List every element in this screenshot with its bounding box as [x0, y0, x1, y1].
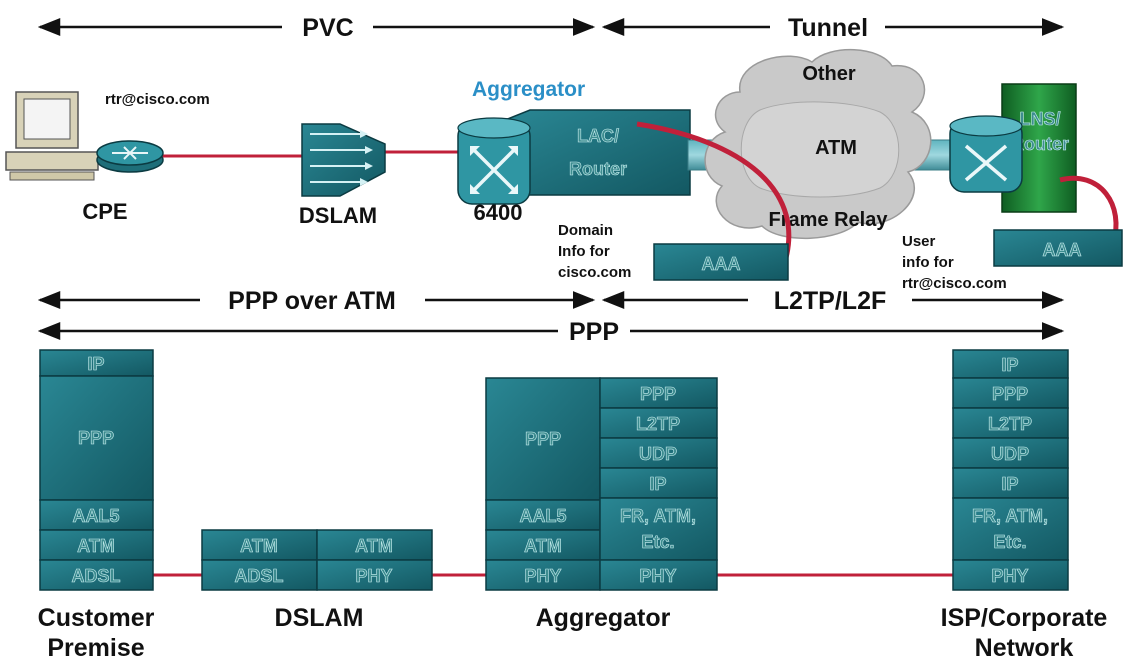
aggregator-title: Aggregator — [472, 78, 585, 101]
agg-right-layer-fr-atm: FR, ATM, — [620, 506, 696, 526]
aggregator-stack: PPP AAL5 ATM PHY PPP L2TP UDP IP FR, ATM… — [485, 377, 718, 591]
aggregator-bottom-label: Aggregator — [536, 604, 671, 632]
cpe-router-icon — [96, 140, 164, 173]
ppp-label: PPP — [569, 318, 619, 346]
dslam-left-layer-atm: ATM — [240, 536, 278, 556]
lac-aaa-link — [636, 121, 792, 269]
tunnel-label: Tunnel — [788, 14, 868, 42]
aaa-left-label: AAA — [702, 254, 741, 274]
dslam-icon — [301, 123, 386, 197]
tunnel-span: Tunnel — [601, 14, 1065, 42]
agg-right-layer-ip: IP — [649, 474, 666, 494]
user-info-line1: User — [902, 233, 936, 250]
pvc-span: PVC — [37, 14, 596, 42]
customer-premise-line2: Premise — [47, 634, 144, 662]
cloud-atm-label: ATM — [815, 137, 857, 159]
isp-stack: IP PPP L2TP UDP IP FR, ATM, Etc. PHY — [952, 349, 1069, 591]
pvc-label: PVC — [302, 14, 353, 42]
lns-line1: LNS/ — [1019, 109, 1060, 129]
dslam-top-label: DSLAM — [299, 203, 377, 228]
dslam-stack: ATM ADSL ATM PHY — [201, 529, 433, 591]
domain-info-text: Domain Info for cisco.com — [558, 222, 631, 281]
aggregator-lac-router: LAC/ Router — [504, 109, 691, 196]
isp-layer-ip2: IP — [1001, 474, 1018, 494]
domain-info-line3: cisco.com — [558, 264, 631, 281]
agg-right-layer-l2tp: L2TP — [636, 414, 680, 434]
agg-left-layer-aal5: AAL5 — [519, 506, 566, 526]
l2tp-span: L2TP/L2F — [601, 287, 1065, 315]
customer-premise-line1: Customer — [38, 604, 155, 632]
cpe-label: CPE — [82, 199, 127, 224]
isp-layer-ip: IP — [1001, 355, 1018, 375]
cloud-fr-label: Frame Relay — [769, 209, 889, 231]
isp-layer-fr-atm: FR, ATM, — [972, 506, 1048, 526]
customer-layer-atm: ATM — [77, 536, 115, 556]
aaa-server-right: AAA — [993, 229, 1123, 267]
aaa-right-label: AAA — [1043, 240, 1082, 260]
model-6400-label: 6400 — [474, 200, 523, 225]
aaa-server-left: AAA — [653, 243, 789, 281]
user-info-text: User info for rtr@cisco.com — [902, 233, 1007, 292]
customer-premise-stack: IP PPP AAL5 ATM ADSL — [39, 349, 154, 591]
domain-info-line2: Info for — [558, 243, 610, 260]
agg-left-layer-atm: ATM — [524, 536, 562, 556]
ppp-span: PPP — [37, 318, 1065, 346]
pppoa-label: PPP over ATM — [228, 287, 396, 315]
agg-right-layer-ppp: PPP — [640, 384, 676, 404]
user-info-line2: info for — [902, 254, 954, 271]
dslam-right-layer-phy: PHY — [355, 566, 392, 586]
cloud-other-label: Other — [802, 63, 856, 85]
agg-right-layer-etc: Etc. — [641, 532, 674, 552]
isp-layer-udp: UDP — [991, 444, 1029, 464]
l2tp-label: L2TP/L2F — [774, 287, 887, 315]
isp-layer-l2tp: L2TP — [988, 414, 1032, 434]
isp-line2: Network — [975, 634, 1074, 662]
lac-line2: Router — [569, 159, 627, 179]
user-info-line3: rtr@cisco.com — [902, 275, 1007, 292]
isp-line1: ISP/Corporate — [941, 604, 1108, 632]
lns-router-icon — [949, 115, 1023, 193]
atm-fr-cloud — [704, 49, 932, 240]
lns-line2: Router — [1011, 134, 1069, 154]
user-email-label: rtr@cisco.com — [105, 91, 210, 108]
isp-layer-phy: PHY — [991, 566, 1028, 586]
aggregator-6400-router-icon — [457, 117, 531, 205]
customer-layer-ppp: PPP — [78, 428, 114, 448]
domain-info-line1: Domain — [558, 222, 613, 239]
dslam-bottom-label: DSLAM — [275, 604, 364, 632]
customer-layer-aal5: AAL5 — [72, 506, 119, 526]
dslam-left-layer-adsl: ADSL — [235, 566, 284, 586]
customer-layer-adsl: ADSL — [72, 566, 121, 586]
dslam-right-layer-atm: ATM — [355, 536, 393, 556]
agg-left-layer-phy: PHY — [524, 566, 561, 586]
pppoa-span: PPP over ATM — [37, 287, 596, 315]
agg-right-layer-phy: PHY — [639, 566, 676, 586]
agg-right-layer-udp: UDP — [639, 444, 677, 464]
lac-line1: LAC/ — [577, 126, 619, 146]
isp-layer-ppp: PPP — [992, 384, 1028, 404]
customer-layer-ip: IP — [87, 354, 104, 374]
cpe-pc-icon — [5, 91, 99, 181]
agg-left-layer-ppp: PPP — [525, 429, 561, 449]
isp-layer-etc: Etc. — [993, 532, 1026, 552]
